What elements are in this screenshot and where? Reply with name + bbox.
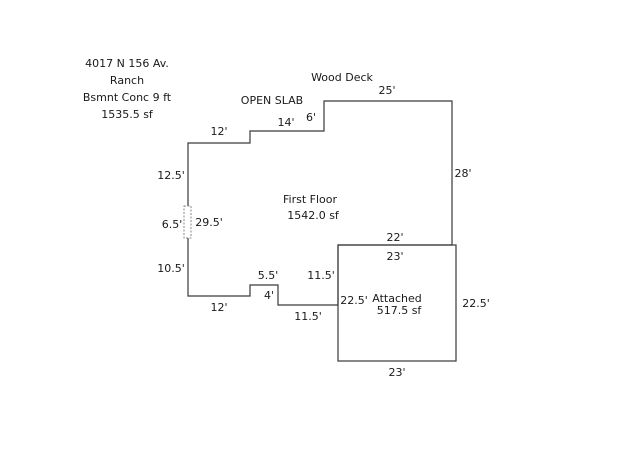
- dim-step-long: 14': [277, 116, 294, 129]
- wood-deck-label: Wood Deck: [311, 71, 373, 84]
- basement-text: Bsmnt Conc 9 ft: [83, 91, 172, 104]
- dim-garage-top: 23': [386, 250, 403, 263]
- property-info: 4017 N 156 Av. Ranch Bsmnt Conc 9 ft 153…: [83, 57, 172, 121]
- basement-area-text: 1535.5 sf: [101, 108, 154, 121]
- first-floor-area: 1542.0 sf: [287, 209, 340, 222]
- first-floor-label: First Floor 1542.0 sf: [283, 193, 340, 222]
- attached-area: 517.5 sf: [377, 304, 423, 317]
- attached-label: Attached 517.5 sf: [372, 292, 422, 317]
- dim-left-lower: 10.5': [157, 262, 185, 275]
- dim-inner-vertical: 11.5': [307, 269, 335, 282]
- dim-step-short: 6': [306, 111, 316, 124]
- first-floor-name: First Floor: [283, 193, 337, 206]
- dim-garage-top-inner: 22': [386, 231, 403, 244]
- style-text: Ranch: [110, 74, 144, 87]
- address-text: 4017 N 156 Av.: [85, 57, 169, 70]
- left-wall-notch: [183, 205, 192, 239]
- dim-right: 28': [454, 167, 471, 180]
- open-slab-label: OPEN SLAB: [241, 94, 303, 107]
- dim-bump-width: 5.5': [258, 269, 279, 282]
- dim-bottom-mid: 11.5': [294, 310, 322, 323]
- attached-name: Attached: [372, 292, 421, 305]
- dim-top-right: 25': [378, 84, 395, 97]
- attached-garage-outline: [337, 244, 457, 362]
- dim-left-upper: 12.5': [157, 169, 185, 182]
- dim-left-total: 29.5': [195, 216, 223, 229]
- dim-bump-depth: 4': [264, 289, 274, 302]
- dim-garage-right: 22.5': [462, 297, 490, 310]
- dim-top-left: 12': [210, 125, 227, 138]
- dim-garage-left: 22.5': [340, 294, 368, 307]
- dim-left-notch: 6.5': [162, 218, 183, 231]
- dim-garage-bottom: 23': [388, 366, 405, 379]
- dim-bottom-left: 12': [210, 301, 227, 314]
- dimension-labels: 25' 28' 6' 14' 12' 12.5' 6.5' 29.5' 10.5…: [157, 84, 490, 379]
